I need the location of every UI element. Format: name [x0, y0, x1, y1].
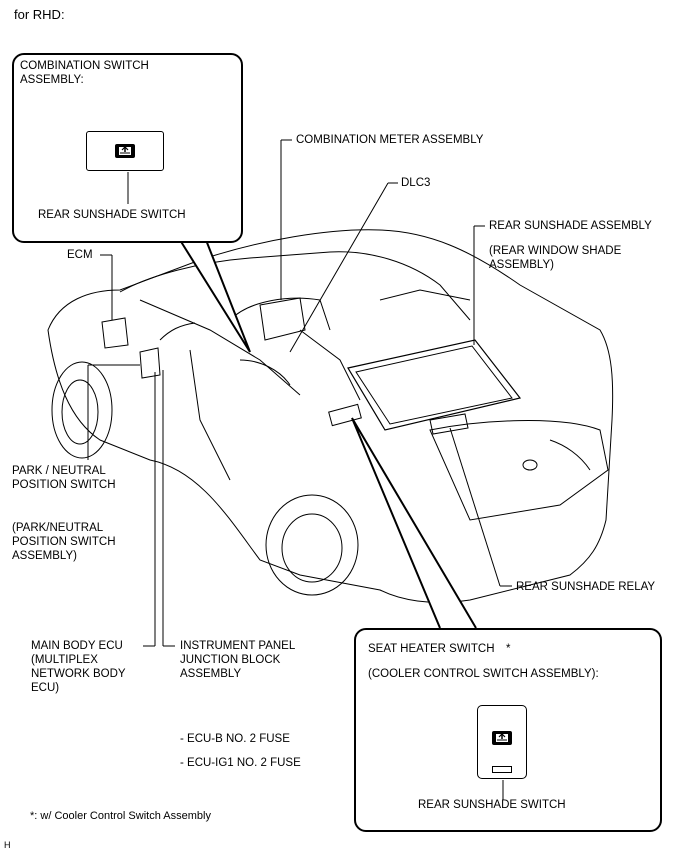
- label-instrument-panel-jb: INSTRUMENT PANEL JUNCTION BLOCK ASSEMBLY: [180, 640, 296, 680]
- label-rear-sunshade-relay: REAR SUNSHADE RELAY: [516, 581, 656, 593]
- switch-indicator: [492, 766, 512, 773]
- label-combination-meter: COMBINATION METER ASSEMBLY: [296, 134, 484, 146]
- leader-lines: [87, 139, 512, 647]
- callout-pointer-seat-heater: [351, 417, 477, 629]
- seat-heater-callout: SEAT HEATER SWITCH * (COOLER CONTROL SWI…: [354, 628, 662, 832]
- combination-switch-title: COMBINATION SWITCH ASSEMBLY:: [20, 60, 149, 86]
- label-rear-sunshade-assembly: REAR SUNSHADE ASSEMBLY: [489, 220, 652, 232]
- callout-pointer-combination: [179, 239, 251, 353]
- footnote: *: w/ Cooler Control Switch Assembly: [30, 810, 211, 822]
- label-park-neutral-assembly: (PARK/NEUTRAL POSITION SWITCH ASSEMBLY): [12, 522, 116, 562]
- sunshade-switch-icon: [492, 731, 512, 745]
- label-fuse-ecu-ig1: - ECU-IG1 NO. 2 FUSE: [180, 757, 301, 769]
- label-fuse-ecu-b: - ECU-B NO. 2 FUSE: [180, 733, 290, 745]
- header-variant: for RHD:: [14, 7, 65, 22]
- switch-leader: [127, 172, 129, 204]
- seat-heater-marker: *: [506, 643, 511, 655]
- seat-heater-subtitle: (COOLER CONTROL SWITCH ASSEMBLY):: [368, 668, 599, 680]
- combination-switch-callout: COMBINATION SWITCH ASSEMBLY: REAR SUNSHA…: [12, 53, 243, 243]
- corner-code: H: [4, 840, 11, 850]
- car-outline: [47, 229, 614, 603]
- seat-heater-title: SEAT HEATER SWITCH: [368, 643, 495, 655]
- label-ecm: ECM: [67, 249, 93, 261]
- label-main-body-ecu: MAIN BODY ECU (MULTIPLEX NETWORK BODY EC…: [31, 640, 126, 694]
- rear-sunshade-switch-graphic: [86, 131, 164, 171]
- label-rear-window-shade: (REAR WINDOW SHADE ASSEMBLY): [489, 245, 622, 271]
- sunshade-switch-icon: [115, 144, 135, 158]
- label-dlc3: DLC3: [401, 177, 431, 189]
- seat-heater-switch-label: REAR SUNSHADE SWITCH: [418, 799, 566, 811]
- switch-leader-2: [502, 780, 504, 800]
- label-park-neutral: PARK / NEUTRAL POSITION SWITCH: [12, 465, 116, 491]
- rear-sunshade-switch-graphic-2: [477, 705, 527, 779]
- combination-switch-label: REAR SUNSHADE SWITCH: [38, 209, 186, 221]
